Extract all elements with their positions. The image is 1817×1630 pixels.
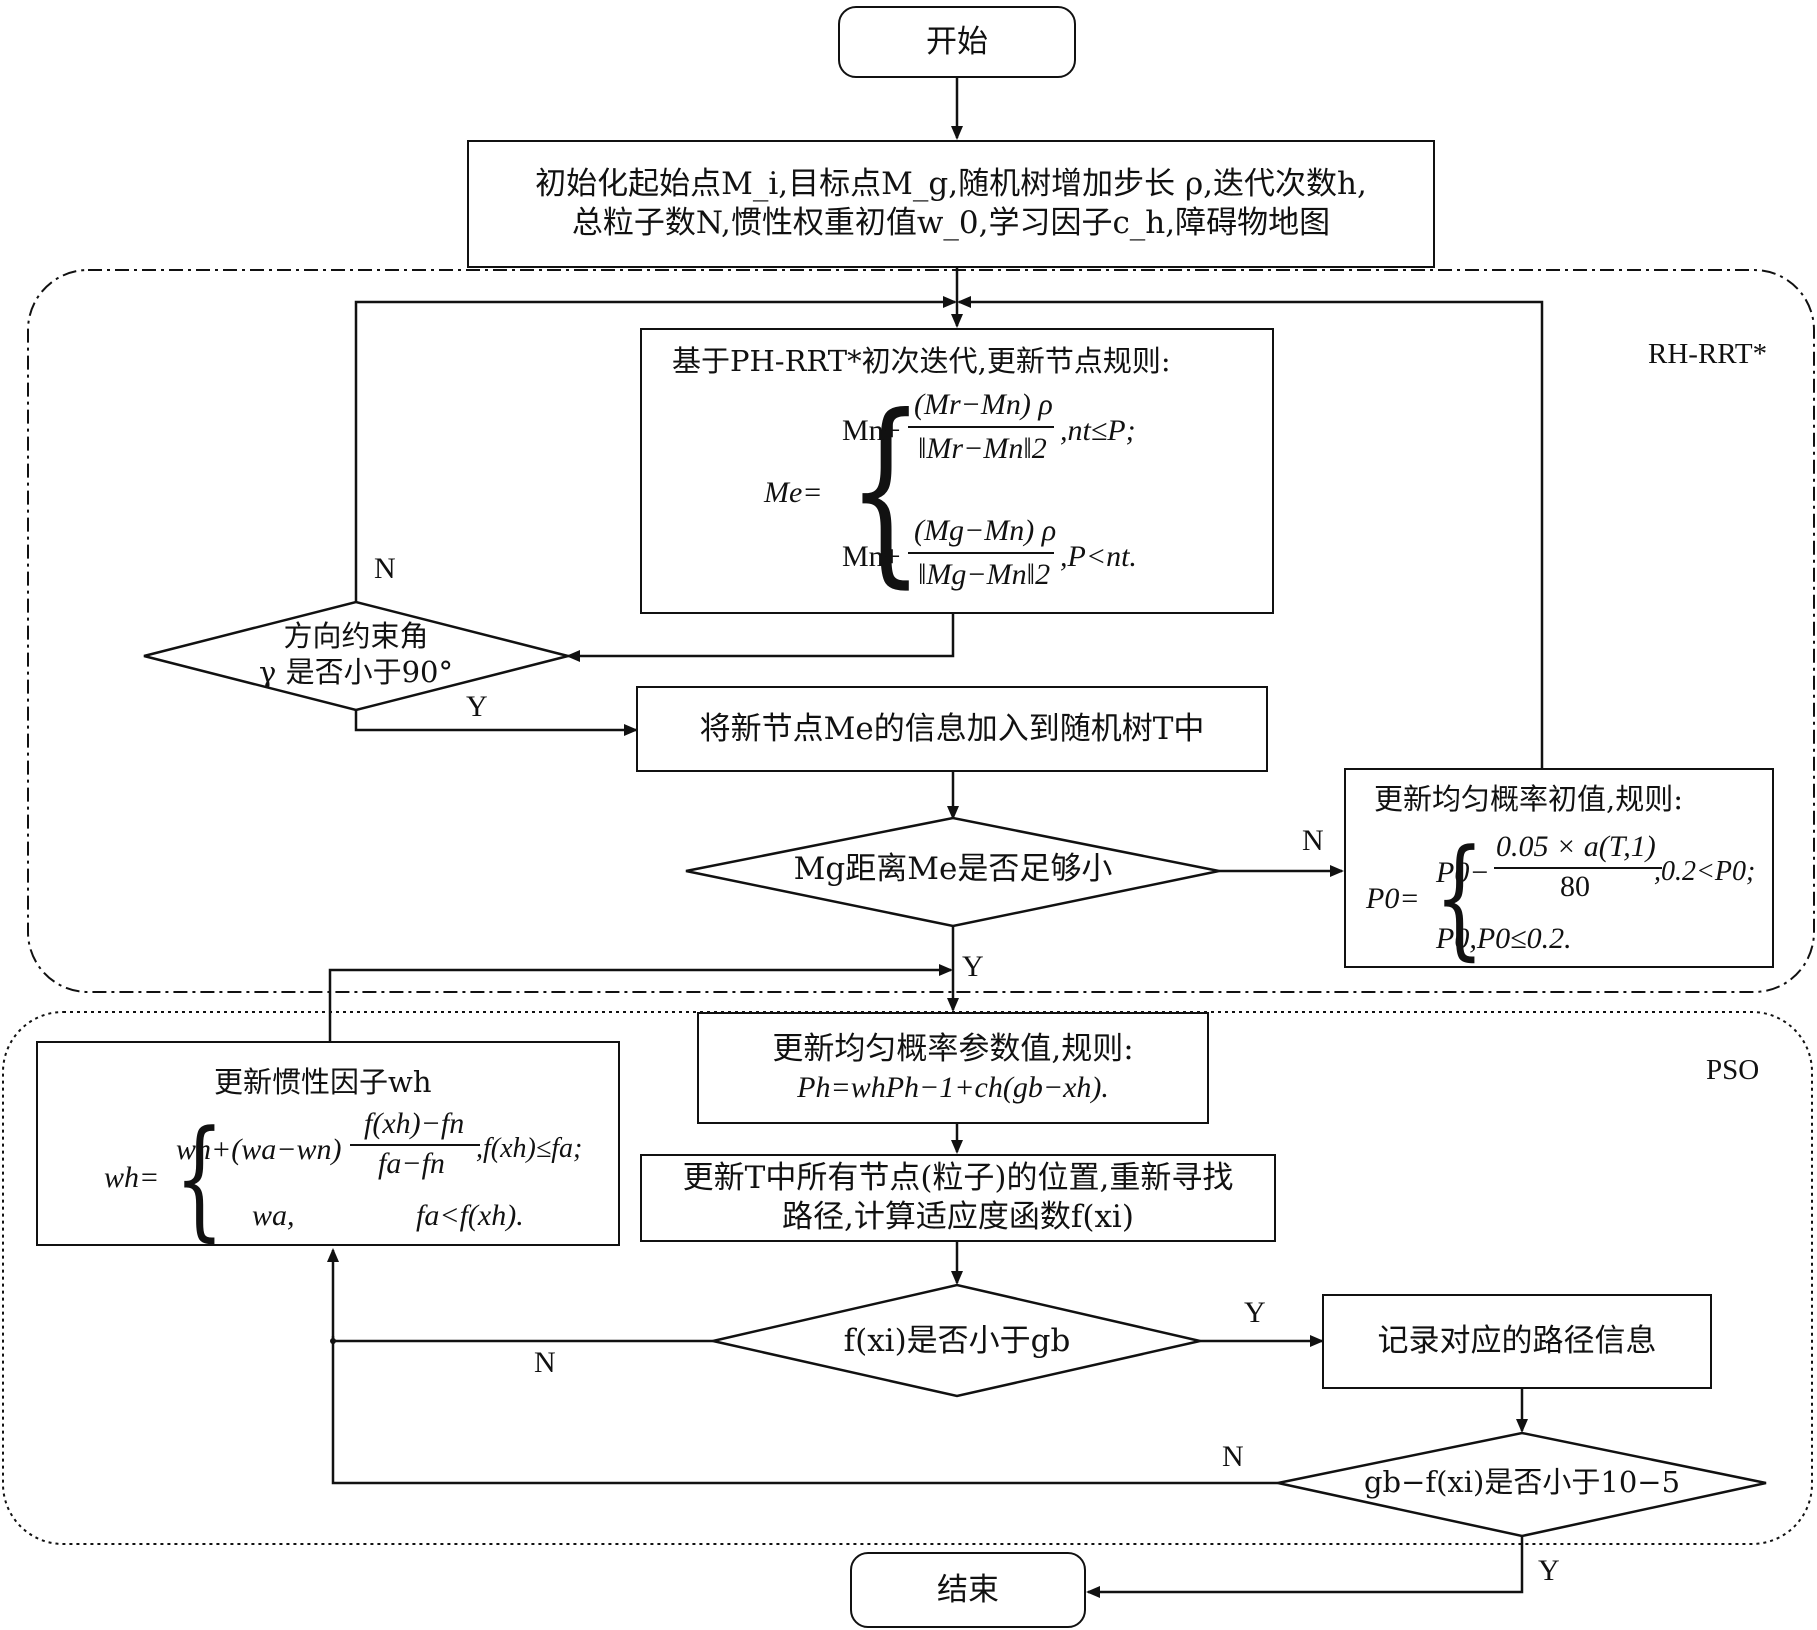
- phrrt-case1-den: ‖Mr−Mn‖2: [918, 432, 1047, 465]
- end-label: 结束: [937, 1571, 999, 1608]
- angle-decision-line-1: 方向约束角: [283, 619, 429, 653]
- phrrt-update-box: 基于PH-RRT*初次迭代,更新节点规则: Me= { Mn+ (Mr−Mn) …: [640, 328, 1274, 614]
- fitness-no-label: N: [534, 1346, 556, 1379]
- inertia-case1-cond: ,f(xh)≤fa;: [476, 1133, 583, 1164]
- distance-no-label: N: [1302, 824, 1324, 857]
- update-positions-line-1: 更新T中所有节点(粒子)的位置,重新寻找: [682, 1160, 1234, 1197]
- ph-update-formula: Ph=whPh−1+ch(gb−xh).: [797, 1070, 1109, 1104]
- convergence-yes-label: Y: [1538, 1554, 1560, 1587]
- phrrt-case1-prefix: Mn+: [842, 414, 901, 447]
- phrrt-case2-prefix: Mn+: [842, 540, 901, 573]
- phrrt-title: 基于PH-RRT*初次迭代,更新节点规则:: [672, 344, 1171, 378]
- distance-yes-label: Y: [962, 950, 984, 983]
- fitness-yes-label: Y: [1244, 1296, 1266, 1329]
- phrrt-case1-cond: ,nt≤P;: [1060, 414, 1136, 447]
- phrrt-lhs: Me=: [764, 476, 823, 509]
- update-positions-line-2: 路径,计算适应度函数f(xi): [782, 1199, 1134, 1235]
- inertia-update-box: 更新惯性因子wh wh= { wn+(wa−wn) f(xh)−fn fa−fn…: [36, 1041, 620, 1253]
- p0-update-box: 更新均匀概率初值,规则: P0= { P0− 0.05 × a(T,1) 80 …: [1344, 768, 1774, 972]
- convergence-decision-text: gb−f(xi)是否小于10−5: [1363, 1465, 1681, 1499]
- fitness-decision-diamond: [712, 1283, 1201, 1398]
- phrrt-brace: {: [847, 373, 924, 606]
- phrrt-case2-fraction-bar: [908, 552, 1054, 554]
- record-box: 记录对应的路径信息: [1322, 1294, 1712, 1389]
- p0-case1-prefix: P0−: [1436, 856, 1490, 889]
- convergence-decision-diamond: [1277, 1431, 1767, 1538]
- angle-yes-label: Y: [466, 690, 488, 723]
- phrrt-case2-num: (Mg−Mn) ρ: [914, 514, 1057, 547]
- p0-case1-den: 80: [1560, 870, 1590, 903]
- angle-decision-line-2: γ 是否小于90°: [259, 655, 453, 690]
- add-node-box: 将新节点Me的信息加入到随机树T中: [636, 686, 1268, 772]
- init-box: 初始化起始点M_i,目标点M_g,随机树增加步长 ρ,迭代次数h, 总粒子数N,…: [467, 140, 1435, 268]
- add-node-label: 将新节点Me的信息加入到随机树T中: [699, 710, 1205, 747]
- phrrt-case2-den: ‖Mg−Mn‖2: [918, 558, 1051, 591]
- p0-case1-cond: ,0.2<P0;: [1654, 856, 1756, 887]
- inertia-lhs: wh=: [104, 1161, 160, 1194]
- p0-lhs: P0=: [1366, 882, 1420, 915]
- inertia-case1-fraction-bar: [350, 1144, 480, 1146]
- p0-title: 更新均匀概率初值,规则:: [1374, 782, 1683, 816]
- distance-decision-text: Mg距离Me是否足够小: [793, 851, 1113, 887]
- inertia-title: 更新惯性因子wh: [214, 1065, 432, 1099]
- ph-update-title: 更新均匀概率参数值,规则:: [772, 1030, 1134, 1067]
- init-line-1: 初始化起始点M_i,目标点M_g,随机树增加步长 ρ,迭代次数h,: [535, 166, 1367, 203]
- start-terminal: 开始: [838, 6, 1076, 78]
- distance-decision-diamond: [685, 816, 1220, 928]
- inertia-brace: {: [174, 1102, 225, 1254]
- angle-no-label: N: [374, 552, 396, 585]
- inertia-case2-cond: fa<f(xh).: [416, 1199, 524, 1232]
- rh-rrt-region-label: RH-RRT*: [1648, 338, 1768, 370]
- inertia-case2-value: wa,: [252, 1199, 295, 1232]
- pso-region-label: PSO: [1706, 1054, 1760, 1086]
- convergence-no-label: N: [1222, 1440, 1244, 1473]
- phrrt-case1-num: (Mr−Mn) ρ: [914, 388, 1053, 421]
- phrrt-case2-cond: ,P<nt.: [1060, 540, 1137, 573]
- p0-case1-num: 0.05 × a(T,1): [1496, 830, 1656, 863]
- p0-brace: {: [1434, 821, 1485, 973]
- phrrt-case1-fraction-bar: [908, 426, 1054, 428]
- rh-rrt-region: [27, 269, 1815, 993]
- p0-case2: P0,P0≤0.2.: [1436, 922, 1572, 955]
- angle-decision-text: 方向约束角 γ 是否小于90°: [230, 618, 482, 691]
- start-label: 开始: [926, 23, 988, 60]
- angle-decision-diamond: [143, 600, 569, 712]
- update-positions-box: 更新T中所有节点(粒子)的位置,重新寻找 路径,计算适应度函数f(xi): [640, 1154, 1276, 1242]
- ph-update-box: 更新均匀概率参数值,规则: Ph=whPh−1+ch(gb−xh).: [697, 1012, 1209, 1124]
- inertia-case1-den: fa−fn: [378, 1147, 445, 1180]
- record-label: 记录对应的路径信息: [1377, 1323, 1657, 1360]
- inertia-case1-prefix: wn+(wa−wn): [176, 1133, 342, 1166]
- p0-case1-fraction-bar: [1494, 867, 1662, 869]
- inertia-case1-num: f(xh)−fn: [364, 1107, 465, 1140]
- pso-region: [2, 1011, 1813, 1545]
- end-terminal: 结束: [850, 1552, 1086, 1628]
- init-line-2: 总粒子数N,惯性权重初值w_0,学习因子c_h,障碍物地图: [571, 205, 1331, 241]
- fitness-decision-text: f(xi)是否小于gb: [843, 1323, 1071, 1359]
